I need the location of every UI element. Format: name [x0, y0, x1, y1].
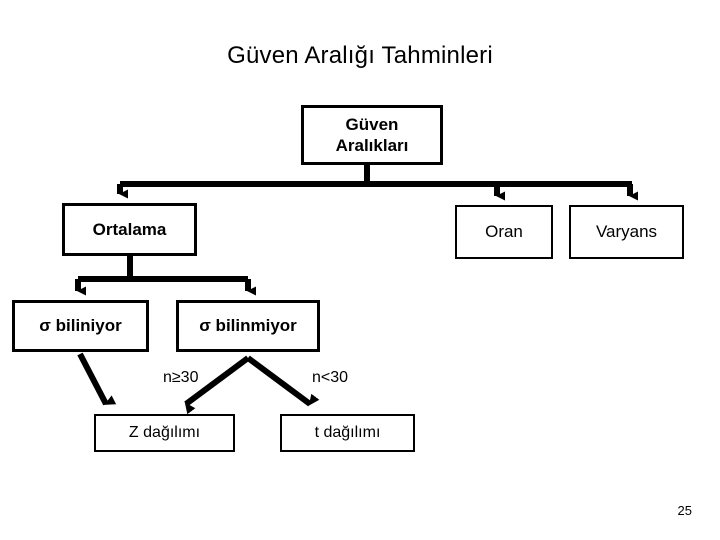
edge-known-to-zdist	[77, 352, 117, 406]
node-oran[interactable]: Oran	[455, 205, 553, 259]
node-sigma-bilinmiyor[interactable]: σ bilinmiyor	[176, 300, 320, 352]
node-varyans[interactable]: Varyans	[569, 205, 684, 259]
edge-label-n-lt-30: n<30	[312, 369, 349, 386]
node-root-line1: Güven	[345, 114, 399, 134]
page-title: Güven Aralığı Tahminleri	[227, 42, 493, 69]
node-sigma-biliniyor[interactable]: σ biliniyor	[12, 300, 149, 352]
edge-label-n-ge-30: n≥30	[163, 369, 199, 386]
node-root-line2: Aralıkları	[335, 136, 409, 155]
page-number: 25	[677, 503, 692, 518]
node-ortalama[interactable]: Ortalama	[62, 203, 197, 256]
edge-unknown-to-tdist	[246, 355, 320, 407]
node-z-dagilimi[interactable]: Z dağılımı	[94, 414, 235, 452]
node-t-dagilimi[interactable]: t dağılımı	[280, 414, 415, 452]
